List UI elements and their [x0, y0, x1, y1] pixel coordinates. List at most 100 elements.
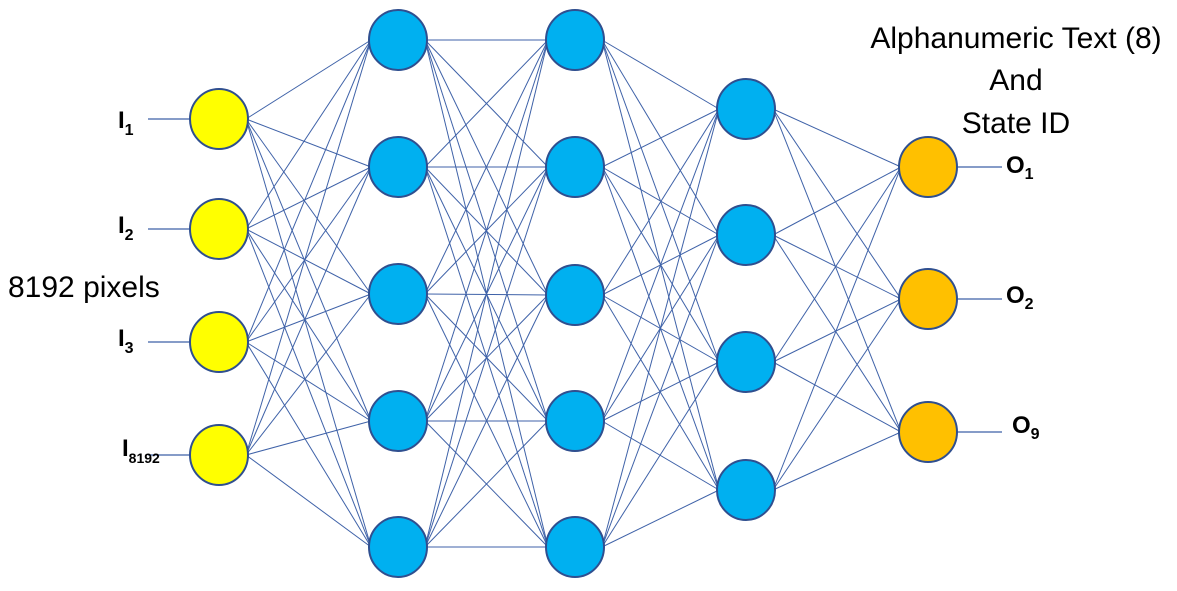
- edge-l0-2-to-1: [245, 166, 372, 343]
- neuron-nodes: [189, 9, 958, 578]
- edge-l0-0-to-1: [245, 118, 372, 168]
- edge-l1-4-to-1: [424, 166, 549, 548]
- edge-l2-2-to-3: [601, 294, 720, 491]
- output-label-2-main: O: [1006, 282, 1025, 309]
- edge-l0-0-to-2: [245, 118, 372, 295]
- edge-l2-2-to-0: [601, 108, 720, 296]
- hidden-node-l2-2: [545, 264, 605, 326]
- input-label-1-main: I: [118, 107, 125, 134]
- edge-l1-2-to-0: [424, 39, 549, 295]
- edge-l0-2-to-3: [245, 341, 372, 422]
- output-node-l4-2: [898, 401, 958, 463]
- input-label-2-main: I: [118, 212, 125, 239]
- hidden-node-l1-1: [368, 136, 428, 198]
- hidden-node-l3-3: [716, 459, 776, 521]
- hidden-node-l2-4: [545, 516, 605, 578]
- edge-l0-0-to-3: [245, 118, 372, 422]
- hidden-node-l1-0: [368, 9, 428, 71]
- output-label-9-sub: 9: [1031, 426, 1040, 443]
- edge-l1-1-to-0: [424, 39, 549, 168]
- edge-l3-0-to-1: [772, 108, 902, 300]
- input-label-1: I1: [118, 107, 134, 139]
- hidden-node-l1-4: [368, 516, 428, 578]
- edge-l0-2-to-2: [245, 293, 372, 343]
- edge-l0-2-to-0: [245, 39, 372, 343]
- output-group-label-line3: State ID: [962, 107, 1070, 140]
- edge-l3-0-to-2: [772, 108, 902, 433]
- edge-l0-0-to-0: [245, 39, 372, 120]
- input-label-3-main: I: [118, 325, 125, 352]
- output-group-label-line1: Alphanumeric Text (8): [870, 22, 1161, 55]
- output-label-2-sub: 2: [1025, 296, 1034, 313]
- hidden-node-l2-3: [545, 390, 605, 452]
- edge-l3-3-to-2: [772, 431, 902, 491]
- edge-l2-0-to-0: [601, 39, 720, 110]
- edge-l0-3-to-2: [245, 293, 372, 456]
- input-label-2: I2: [118, 212, 134, 244]
- edge-l0-3-to-4: [245, 454, 372, 548]
- hidden-node-l1-3: [368, 390, 428, 452]
- edge-l2-4-to-3: [601, 489, 720, 548]
- edge-l2-3-to-3: [601, 420, 720, 491]
- edge-l0-1-to-2: [245, 228, 372, 295]
- edge-l3-1-to-1: [772, 234, 902, 300]
- edge-l3-1-to-0: [772, 166, 902, 236]
- edge-l1-4-to-2: [424, 294, 549, 548]
- edge-l0-1-to-4: [245, 228, 372, 548]
- edge-l2-3-to-0: [601, 108, 720, 422]
- edge-l3-3-to-1: [772, 298, 902, 491]
- input-group-label: 8192 pixels: [8, 271, 160, 304]
- output-label-9-main: O: [1012, 412, 1031, 439]
- input-label-1-sub: 1: [125, 122, 134, 139]
- edge-l2-1-to-0: [601, 108, 720, 168]
- output-label-1: O1: [1006, 152, 1034, 183]
- edge-l3-2-to-0: [772, 166, 902, 363]
- input-label-8192: I8192: [122, 435, 160, 466]
- output-node-l4-1: [898, 268, 958, 330]
- edge-l0-3-to-1: [245, 166, 372, 456]
- input-label-3-sub: 3: [125, 340, 134, 357]
- edge-l0-1-to-0: [245, 39, 372, 230]
- edge-l2-4-to-1: [601, 234, 720, 548]
- edge-l0-3-to-0: [245, 39, 372, 456]
- output-label-9: O9: [1012, 412, 1040, 443]
- output-label-1-main: O: [1006, 152, 1025, 179]
- edge-l1-4-to-0: [424, 39, 549, 548]
- edge-l3-0-to-0: [772, 108, 902, 168]
- edge-l2-4-to-0: [601, 108, 720, 548]
- edge-l3-2-to-1: [772, 298, 902, 363]
- edge-l0-1-to-3: [245, 228, 372, 422]
- hidden-node-l3-1: [716, 204, 776, 266]
- hidden-node-l3-2: [716, 331, 776, 393]
- input-label-2-sub: 2: [125, 227, 134, 244]
- edge-l0-3-to-3: [245, 420, 372, 456]
- input-label-3: I3: [118, 325, 134, 357]
- connection-edges: [245, 39, 902, 548]
- output-label-1-sub: 1: [1025, 166, 1034, 183]
- edge-l3-2-to-2: [772, 361, 902, 433]
- hidden-node-l1-2: [368, 263, 428, 325]
- hidden-node-l3-0: [716, 78, 776, 140]
- hidden-node-l2-1: [545, 136, 605, 198]
- input-node-l0-3: [189, 424, 249, 486]
- edge-l1-3-to-0: [424, 39, 549, 422]
- input-node-l0-2: [189, 311, 249, 373]
- input-node-l0-0: [189, 88, 249, 150]
- input-label-8192-main: I: [122, 435, 129, 462]
- edge-l3-1-to-2: [772, 234, 902, 433]
- edge-l3-3-to-0: [772, 166, 902, 491]
- input-node-l0-1: [189, 198, 249, 260]
- edge-l0-1-to-1: [245, 166, 372, 230]
- hidden-node-l2-0: [545, 9, 605, 71]
- output-label-2: O2: [1006, 282, 1034, 313]
- io-lines: [148, 118, 1002, 456]
- edge-l0-2-to-4: [245, 341, 372, 548]
- edge-l2-4-to-2: [601, 361, 720, 548]
- input-label-8192-sub: 8192: [129, 450, 160, 466]
- edge-l0-0-to-4: [245, 118, 372, 548]
- output-node-l4-0: [898, 136, 958, 198]
- output-group-label-line2: And: [989, 64, 1042, 97]
- edge-l1-4-to-3: [424, 420, 549, 548]
- edge-l2-1-to-1: [601, 166, 720, 236]
